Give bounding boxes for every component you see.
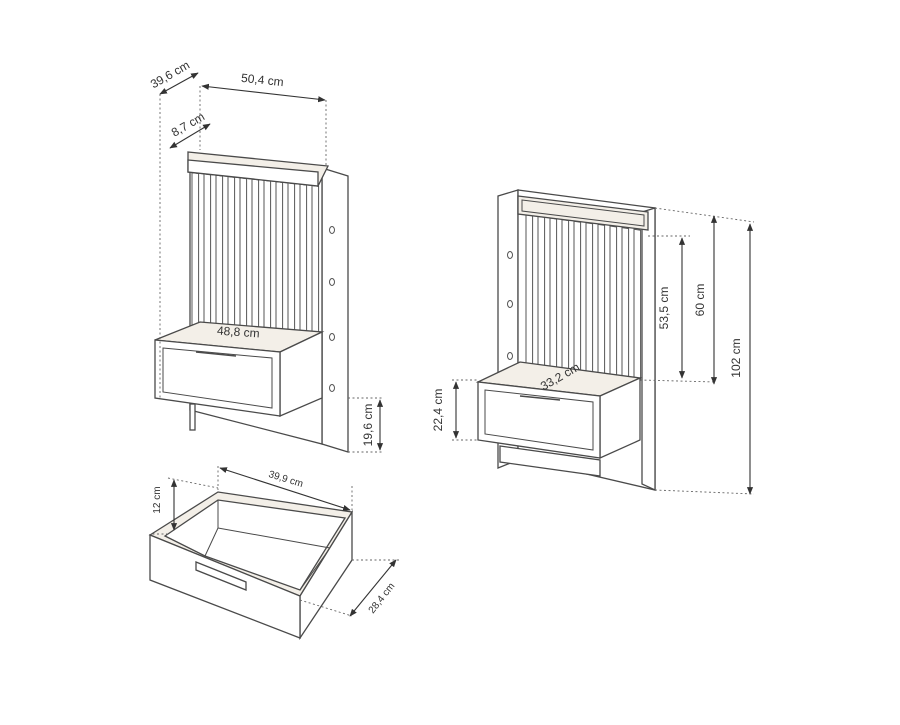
left-slats xyxy=(191,172,320,334)
right-slat xyxy=(561,219,570,373)
right-slat xyxy=(537,215,546,370)
left-slat xyxy=(275,180,284,334)
right-slat xyxy=(597,223,606,377)
left-drawer-handle xyxy=(195,351,237,357)
left-slat xyxy=(239,177,248,334)
left-depth-label: 39,6 cm xyxy=(148,58,192,91)
left-depth-dimension-line xyxy=(159,72,199,95)
drawer-width-dimension-line xyxy=(219,467,351,511)
left-drawer-front xyxy=(154,339,281,417)
right-slat xyxy=(525,214,534,369)
drawer-box-inner xyxy=(163,499,347,591)
left-slat xyxy=(251,178,260,334)
drawer-depth-label: 28,4 cm xyxy=(367,581,398,616)
left-width-dimension-line xyxy=(201,83,326,103)
left-slat xyxy=(227,175,236,334)
right-slats xyxy=(525,214,642,381)
left-drawer-width-label: 48,8 cm xyxy=(216,324,260,341)
drawer-width-label: 39,9 cm xyxy=(267,469,304,490)
left-slat xyxy=(203,173,212,334)
left-slat xyxy=(191,172,200,334)
right-total-height-label: 102 cm xyxy=(729,338,743,377)
left-slat xyxy=(311,184,320,334)
right-slat xyxy=(549,217,558,372)
left-width-label: 50,4 cm xyxy=(240,71,284,89)
left-drawer-face xyxy=(162,347,273,409)
left-back-panel-side xyxy=(321,167,349,453)
left-drawer-height-label: 19,6 cm xyxy=(361,404,375,447)
left-slat xyxy=(299,183,308,334)
left-panel-holes xyxy=(329,226,335,392)
left-leg xyxy=(189,403,196,431)
right-slat xyxy=(573,220,582,374)
right-drawer-face xyxy=(484,389,594,451)
drawer-detail xyxy=(148,491,354,641)
right-slat xyxy=(609,225,618,379)
right-slat xyxy=(585,222,594,376)
left-unit xyxy=(154,151,349,453)
right-slat xyxy=(633,228,642,381)
left-slat xyxy=(287,182,296,334)
drawer-box-front xyxy=(149,534,301,639)
drawer-height-label: 12 cm xyxy=(152,486,163,513)
drawer-handle-detail xyxy=(195,561,247,591)
right-panel-edge xyxy=(641,207,656,492)
right-top-shelf xyxy=(517,195,649,231)
left-shelf-depth-label: 8,7 cm xyxy=(169,109,207,139)
right-drawer-handle xyxy=(519,395,561,401)
drawer-depth-dimension-line xyxy=(349,559,397,617)
left-slat xyxy=(215,174,224,334)
right-slat xyxy=(621,227,630,380)
right-lower-panel xyxy=(499,445,601,477)
right-drawer-front xyxy=(477,381,601,459)
right-top-height-label: 60 cm xyxy=(693,284,707,317)
right-panel-holes xyxy=(507,251,513,360)
right-slats-height-label: 53,5 cm xyxy=(657,287,671,330)
left-top-shelf-front xyxy=(187,159,319,187)
left-slat xyxy=(263,179,272,334)
left-shelf-depth-dimension-line xyxy=(169,123,211,149)
right-drawer-height-label: 22,4 cm xyxy=(431,389,445,432)
right-top-shelf-front xyxy=(521,199,645,227)
right-unit xyxy=(475,189,656,492)
